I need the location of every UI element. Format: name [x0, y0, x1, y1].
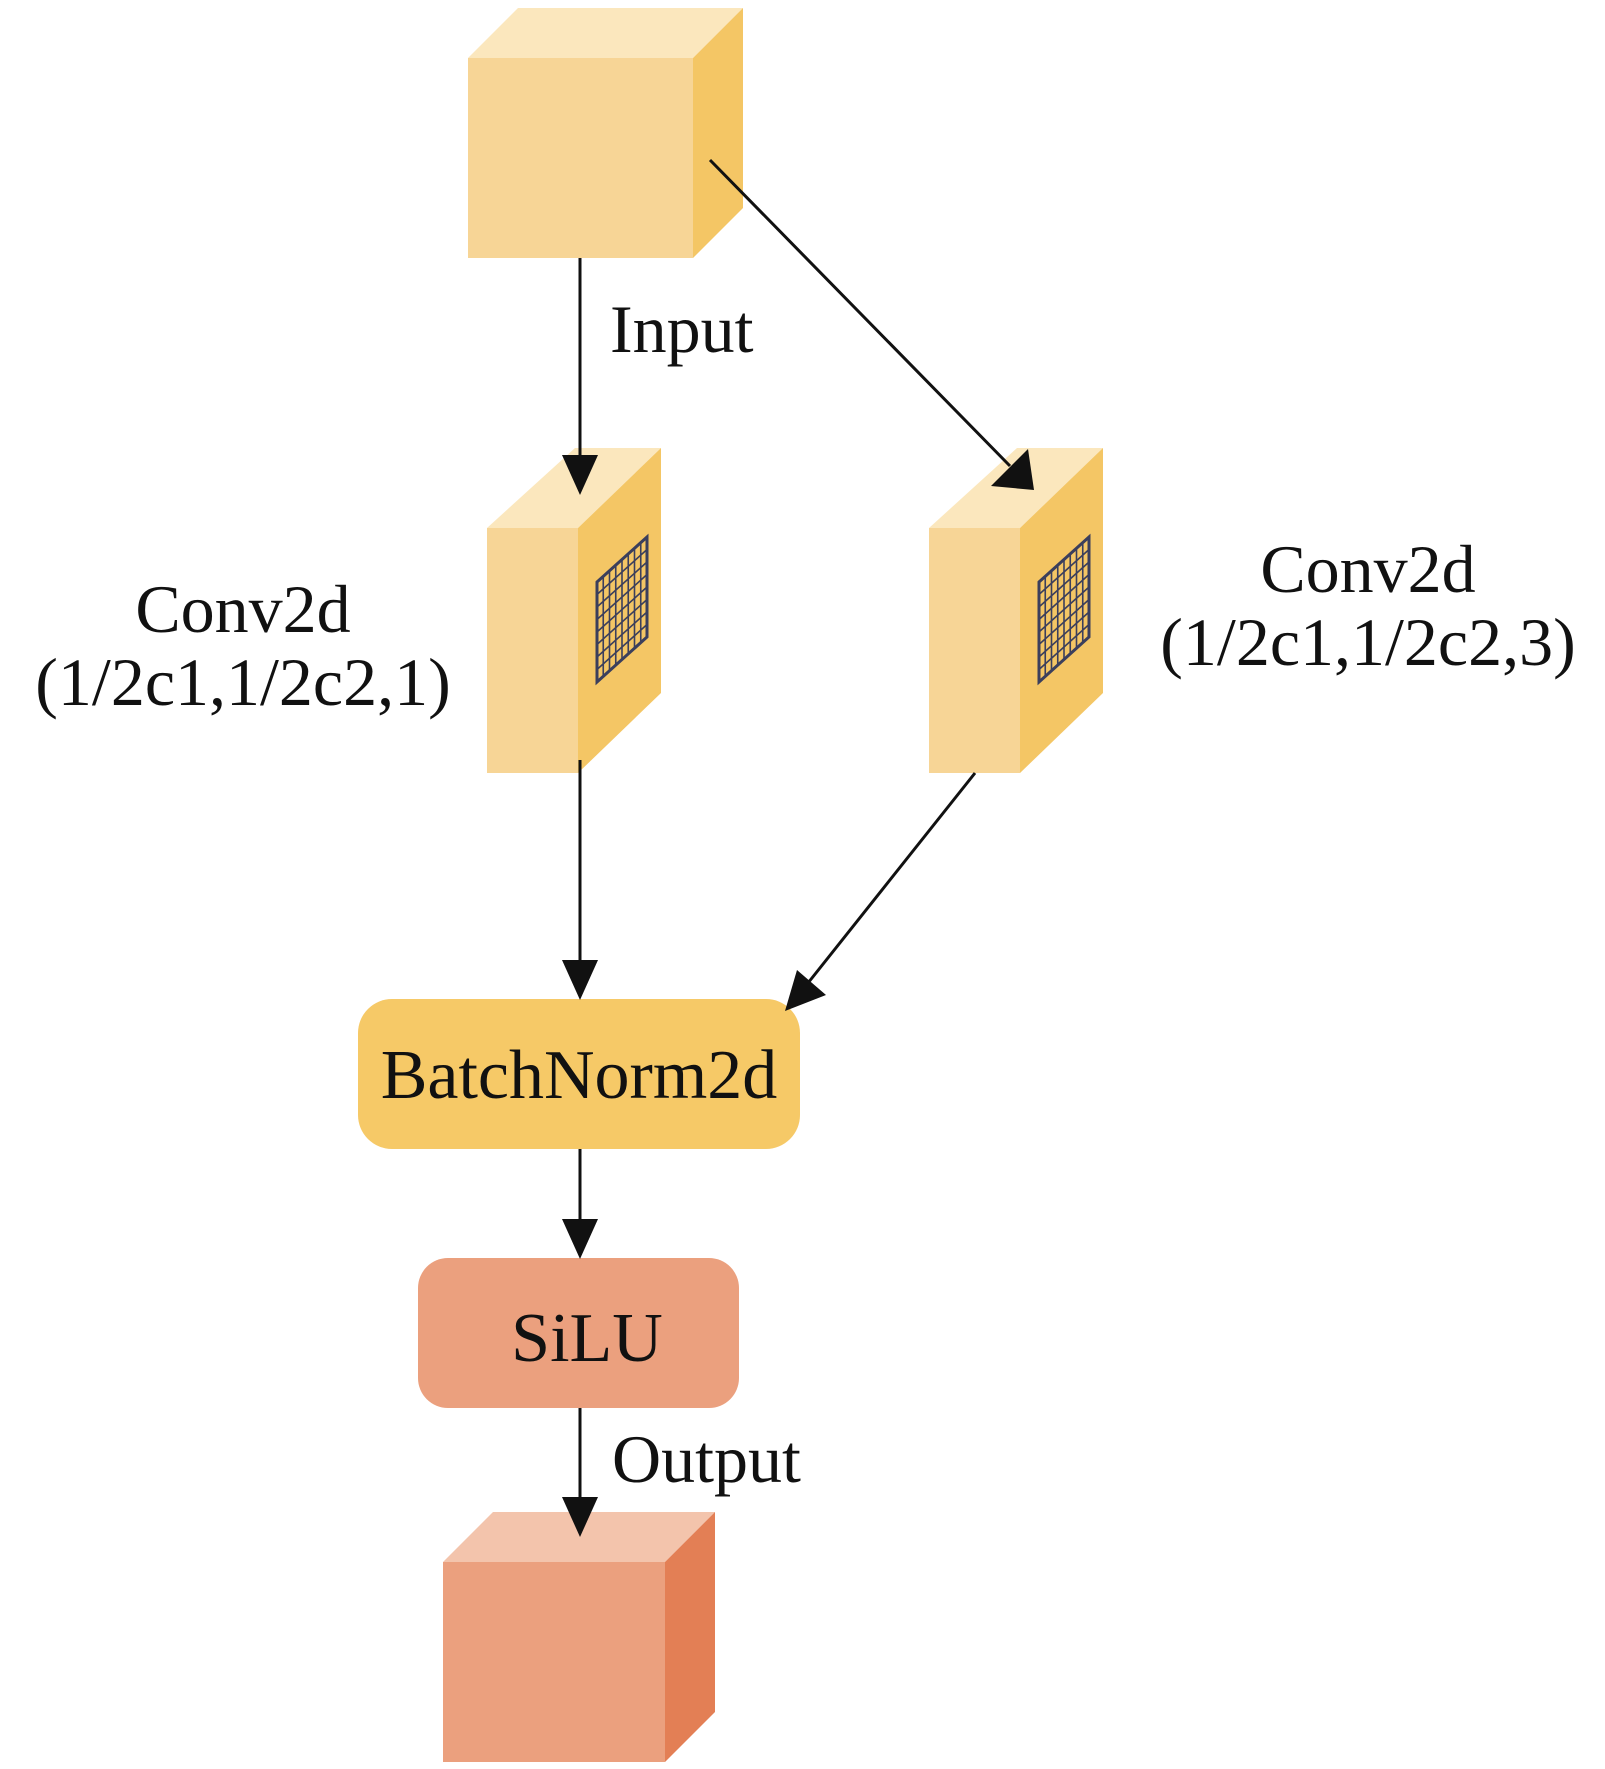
input-cube-front [468, 58, 693, 258]
conv-right-params: (1/2c1,1/2c2,3) [1160, 604, 1575, 680]
output-cube-top [443, 1512, 715, 1562]
silu-box [418, 1258, 739, 1408]
edge-conv-right-to-batchnorm [785, 772, 977, 1011]
conv-right-title: Conv2d [1260, 531, 1475, 607]
output-cube-side [665, 1512, 715, 1762]
edge-conv-left-to-batchnorm [562, 760, 598, 1000]
output-cube-front [443, 1562, 665, 1762]
input-cube [468, 8, 743, 258]
conv-right-kernel-grid-icon [1037, 533, 1091, 686]
conv-right-side [1020, 448, 1103, 773]
input-cube-top [468, 8, 743, 58]
arrowhead-icon [562, 455, 598, 495]
conv-left-kernel-grid-icon [595, 533, 649, 686]
arrowhead-icon [562, 960, 598, 1000]
conv-left-side [578, 448, 661, 773]
input-label: Input [610, 291, 754, 367]
conv-left-front [487, 528, 578, 773]
arrowhead-icon [785, 970, 826, 1011]
conv-left-block [487, 448, 661, 773]
conv-left-top [487, 448, 661, 528]
edge-batchnorm-to-silu [562, 1149, 598, 1259]
edge-input-to-conv-right [708, 158, 1034, 490]
output-label: Output [612, 1421, 801, 1497]
batchnorm-label: BatchNorm2d [381, 1037, 778, 1114]
edge-silu-to-output [562, 1408, 598, 1537]
input-cube-side [693, 8, 743, 258]
conv-left-params: (1/2c1,1/2c2,1) [35, 644, 450, 720]
conv-left-title: Conv2d [135, 571, 350, 647]
arrowhead-icon [991, 449, 1034, 490]
output-cube [443, 1512, 715, 1762]
arrowhead-icon [562, 1219, 598, 1259]
conv-right-block [929, 448, 1103, 773]
silu-label: SiLU [511, 1300, 663, 1377]
edge-input-to-conv-left [562, 258, 598, 495]
arrowhead-icon [562, 1497, 598, 1537]
conv-right-front [929, 528, 1020, 773]
batchnorm-box [358, 999, 800, 1149]
